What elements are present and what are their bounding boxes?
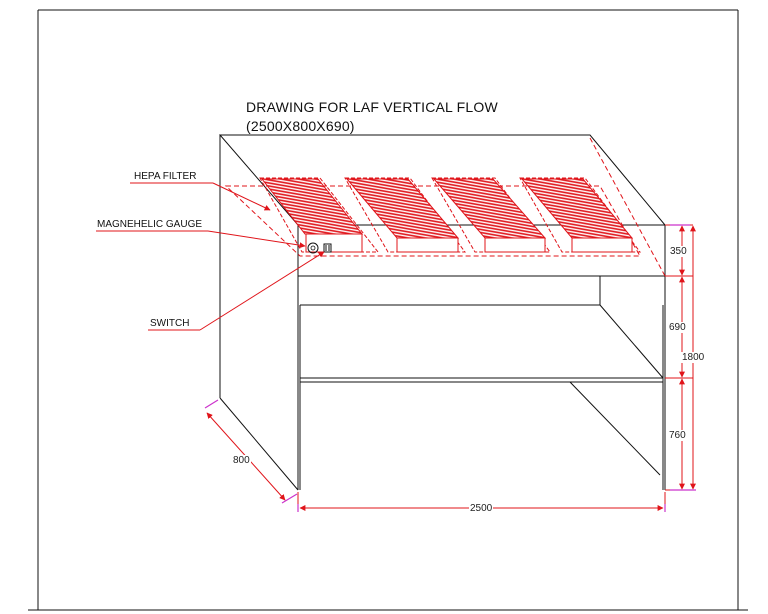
drawing-title: DRAWING FOR LAF VERTICAL FLOW bbox=[246, 99, 498, 115]
dimension-ticks bbox=[204, 224, 696, 512]
drawing-subtitle: (2500X800X690) bbox=[246, 118, 355, 134]
dim-width: 2500 bbox=[469, 503, 494, 514]
hepa-filter-4 bbox=[519, 177, 641, 253]
hepa-filter-2 bbox=[344, 177, 466, 253]
dim-hood-height: 350 bbox=[669, 246, 688, 257]
switch-symbol bbox=[323, 243, 332, 253]
dim-work-zone-height: 690 bbox=[668, 322, 687, 333]
leader-switch bbox=[148, 251, 325, 331]
label-switch: SWITCH bbox=[150, 318, 190, 329]
leader-magnehelic-gauge bbox=[96, 230, 306, 249]
dim-leg-height: 760 bbox=[668, 430, 687, 441]
hepa-filter-3 bbox=[431, 177, 551, 253]
dim-depth: 800 bbox=[232, 455, 251, 466]
label-hepa-filter: HEPA FILTER bbox=[134, 171, 197, 182]
magnehelic-gauge-symbol bbox=[307, 242, 319, 254]
hepa-filter-1 bbox=[259, 177, 380, 253]
leader-hepa-filter bbox=[130, 182, 271, 211]
dim-overall-height: 1800 bbox=[681, 352, 706, 363]
label-magnehelic-gauge: MAGNEHELIC GAUGE bbox=[97, 219, 203, 230]
sheet-frame bbox=[28, 9, 748, 611]
